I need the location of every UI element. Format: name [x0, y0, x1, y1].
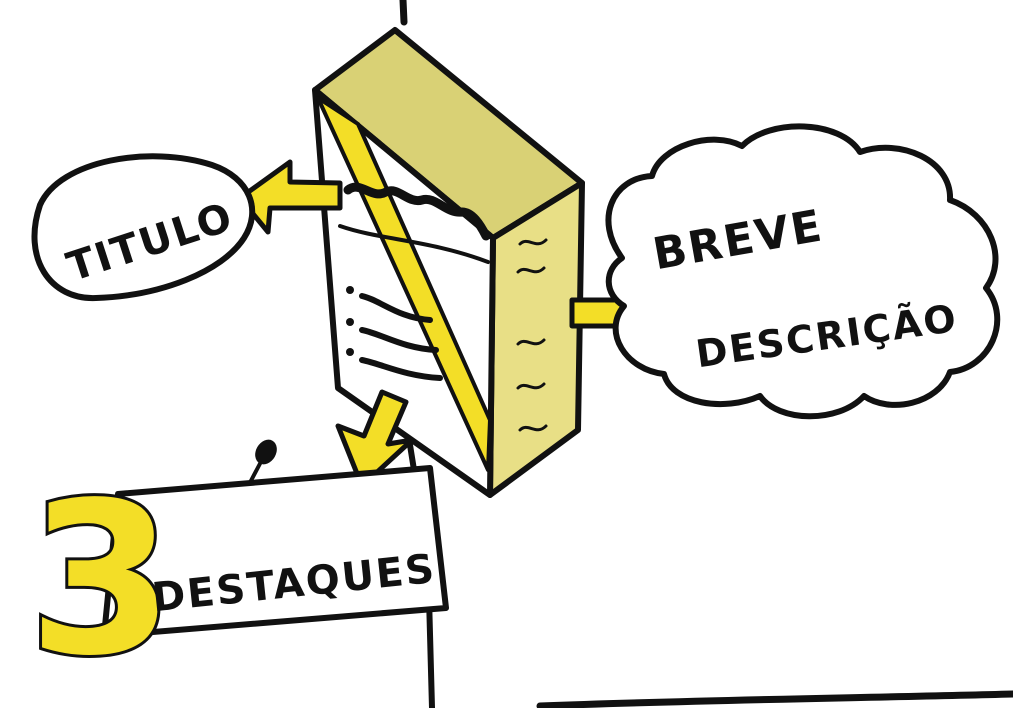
- highlights-sign: 3 DESTAQUES: [28, 436, 446, 702]
- title-bubble: TITULO: [34, 156, 252, 298]
- bottom-line: [540, 694, 1013, 706]
- pin-head: [251, 436, 281, 469]
- book: [315, 30, 582, 495]
- description-cloud: BREVE DESCRIÇÃO: [608, 126, 997, 416]
- book-spine: [490, 183, 582, 495]
- top-vertical-line: [403, 0, 404, 22]
